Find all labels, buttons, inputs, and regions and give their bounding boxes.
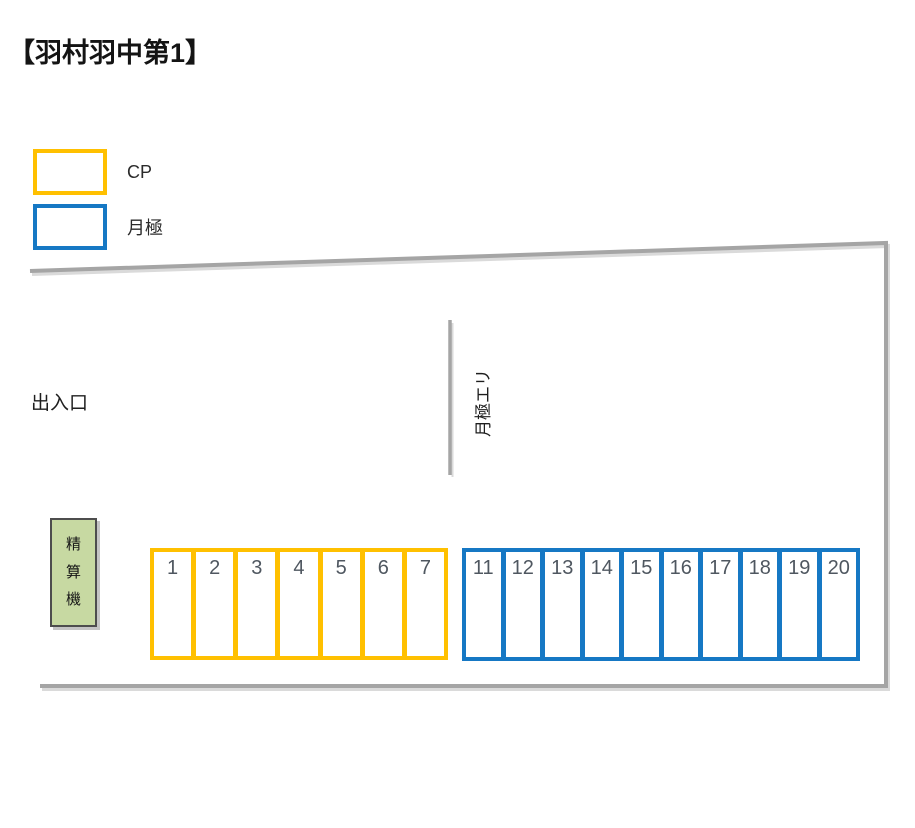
legend-row-cp: CP — [33, 149, 163, 195]
parking-space-cp: 1 — [154, 552, 192, 656]
parking-space-monthly: 12 — [500, 552, 540, 657]
parking-space-cp: 2 — [191, 552, 234, 656]
parking-space-monthly: 20 — [816, 552, 856, 657]
legend-row-monthly: 月極 — [33, 204, 163, 250]
parking-space-cp: 3 — [233, 552, 276, 656]
page-title: 【羽村羽中第1】 — [8, 38, 213, 68]
lot-boundary-line — [29, 240, 888, 688]
parking-space-cp: 7 — [401, 552, 444, 656]
parking-space-monthly: 15 — [619, 552, 659, 657]
entrance-label: 出入口 — [31, 393, 89, 414]
pay-machine-box: 精算機 — [50, 518, 97, 627]
parking-space-monthly: 11 — [466, 552, 501, 657]
parking-space-cp: 5 — [317, 552, 360, 656]
pay-machine-label: 精算機 — [65, 535, 81, 609]
monthly-area-label: 月極エリ — [474, 369, 493, 437]
legend-monthly-swatch — [33, 204, 107, 250]
parking-space-monthly: 18 — [737, 552, 777, 657]
parking-space-monthly: 14 — [579, 552, 619, 657]
parking-space-monthly: 19 — [777, 552, 817, 657]
parking-space-cp: 6 — [359, 552, 402, 656]
parking-space-monthly: 17 — [698, 552, 738, 657]
parking-space-monthly: 13 — [540, 552, 580, 657]
legend: CP 月極 — [33, 149, 163, 259]
legend-cp-label: CP — [127, 161, 153, 182]
parking-space-monthly: 16 — [658, 552, 698, 657]
parking-space-cp: 4 — [275, 552, 318, 656]
legend-monthly-label: 月極 — [127, 218, 163, 238]
legend-cp-swatch — [33, 149, 107, 195]
